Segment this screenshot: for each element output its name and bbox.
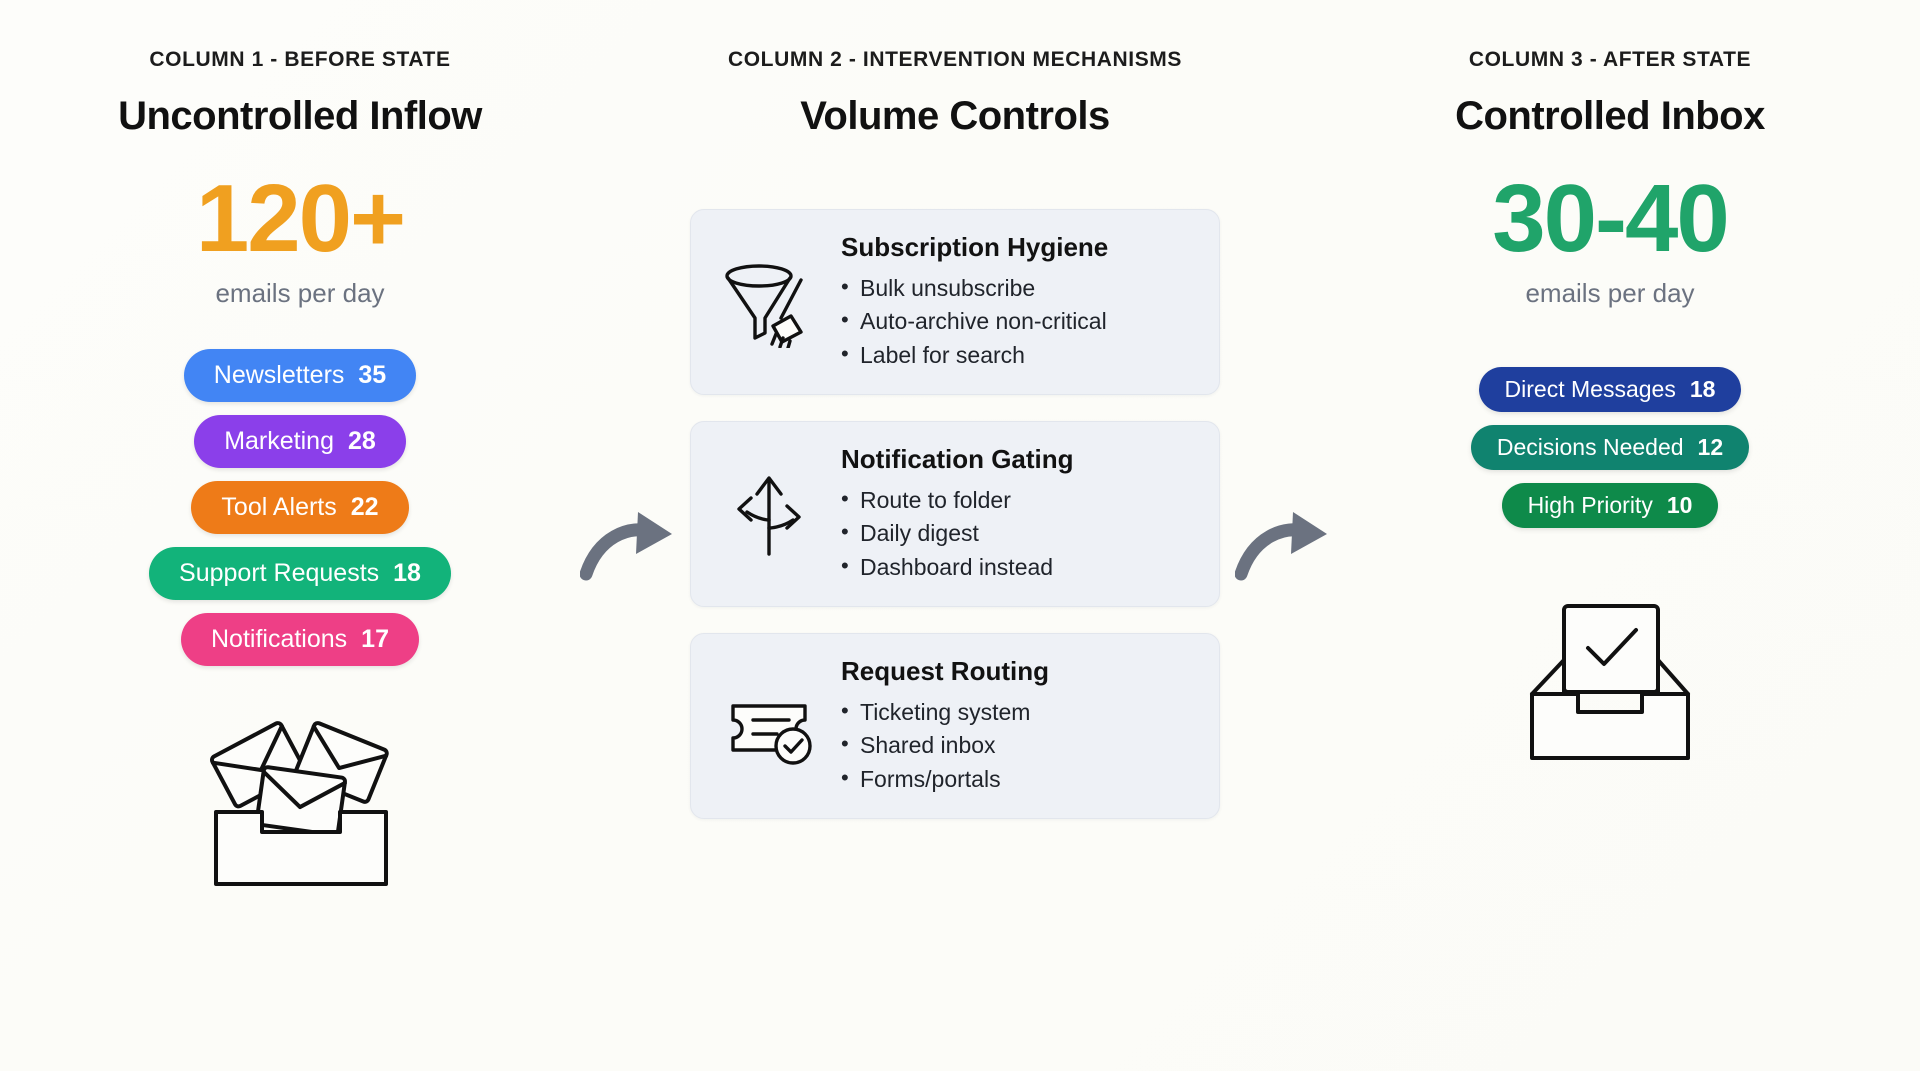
curved-arrow-right-icon [1234, 512, 1327, 581]
pill-value: 18 [393, 559, 421, 588]
list-item: Dashboard instead [841, 550, 1195, 584]
card-bullet-list: Ticketing system Shared inbox Forms/port… [841, 695, 1195, 796]
after-stat-unit: emails per day [1525, 278, 1695, 309]
pill-value: 12 [1697, 434, 1724, 461]
pill-value: 22 [350, 493, 379, 522]
column-3-label: COLUMN 3 - AFTER STATE [1468, 48, 1752, 71]
before-category-list: Newsletters 35 Marketing 28 Tool Alerts … [149, 349, 451, 667]
column-2-title: Volume Controls [800, 94, 1110, 138]
pill-label: Newsletters [213, 361, 345, 390]
mechanism-card-notification-gating[interactable]: Notification Gating Route to folder Dail… [690, 421, 1220, 608]
pill-label: High Priority [1527, 492, 1653, 519]
column-after-state: COLUMN 3 - AFTER STATE Controlled Inbox … [1340, 48, 1880, 774]
list-item[interactable]: Notifications 17 [181, 613, 419, 667]
column-3-title: Controlled Inbox [1455, 94, 1765, 138]
card-body: Notification Gating Route to folder Dail… [841, 444, 1195, 584]
pill-value: 35 [358, 361, 387, 390]
column-2-label: COLUMN 2 - INTERVENTION MECHANISMS [727, 48, 1183, 71]
after-stat-value: 30-40 [1492, 165, 1730, 272]
list-item[interactable]: High Priority 10 [1501, 483, 1719, 529]
list-item[interactable]: Decisions Needed 12 [1470, 425, 1750, 471]
inbox-check-icon [1530, 604, 1690, 761]
column-1-label: COLUMN 1 - BEFORE STATE [149, 48, 451, 71]
list-item[interactable]: Support Requests 18 [149, 547, 451, 601]
card-bullet-list: Route to folder Daily digest Dashboard i… [841, 483, 1195, 584]
after-category-list: Direct Messages 18 Decisions Needed 12 H… [1470, 367, 1750, 529]
ticket-check-icon [715, 680, 823, 772]
list-item: Ticketing system [841, 695, 1195, 729]
pill-label: Tool Alerts [221, 493, 337, 522]
list-item: Shared inbox [841, 728, 1195, 762]
pill-value: 18 [1689, 376, 1716, 403]
card-body: Subscription Hygiene Bulk unsubscribe Au… [841, 232, 1195, 372]
card-bullet-list: Bulk unsubscribe Auto-archive non-critic… [841, 271, 1195, 372]
funnel-broom-icon [715, 256, 823, 349]
flow-arrow-1 [570, 48, 685, 1048]
list-item: Label for search [841, 338, 1195, 372]
card-title: Request Routing [841, 656, 1049, 687]
before-stat-value: 120+ [195, 165, 406, 272]
list-item: Forms/portals [841, 762, 1195, 796]
pill-label: Support Requests [179, 559, 380, 588]
pill-value: 17 [361, 625, 389, 654]
flow-arrow-2 [1225, 48, 1340, 1048]
column-1-title: Uncontrolled Inflow [118, 94, 482, 138]
messy-envelopes-illustration [190, 708, 410, 898]
list-item[interactable]: Direct Messages 18 [1478, 367, 1742, 413]
card-title: Notification Gating [841, 444, 1074, 475]
before-stat-unit: emails per day [215, 278, 385, 309]
curved-arrow-right-icon [579, 512, 672, 581]
list-item: Route to folder [841, 483, 1195, 517]
mechanism-card-request-routing[interactable]: Request Routing Ticketing system Shared … [690, 633, 1220, 820]
list-item: Auto-archive non-critical [841, 304, 1195, 338]
card-title: Subscription Hygiene [841, 232, 1109, 262]
branching-arrows-icon [715, 468, 823, 560]
column-before-state: COLUMN 1 - BEFORE STATE Uncontrolled Inf… [30, 48, 570, 898]
pill-value: 28 [347, 427, 376, 456]
card-body: Request Routing Ticketing system Shared … [841, 656, 1195, 796]
list-item[interactable]: Tool Alerts 22 [191, 481, 409, 535]
messy-envelopes-icon [210, 721, 389, 887]
pill-value: 10 [1666, 492, 1693, 519]
list-item[interactable]: Newsletters 35 [183, 349, 417, 403]
mechanism-card-list: Subscription Hygiene Bulk unsubscribe Au… [690, 209, 1220, 820]
pill-label: Direct Messages [1504, 376, 1676, 403]
list-item: Bulk unsubscribe [841, 271, 1195, 305]
pill-label: Decisions Needed [1496, 434, 1684, 461]
column-intervention-mechanisms: COLUMN 2 - INTERVENTION MECHANISMS Volum… [685, 48, 1225, 820]
pill-label: Notifications [211, 625, 348, 654]
mechanism-card-subscription-hygiene[interactable]: Subscription Hygiene Bulk unsubscribe Au… [690, 209, 1220, 396]
list-item[interactable]: Marketing 28 [194, 415, 406, 469]
list-item: Daily digest [841, 516, 1195, 550]
pill-label: Marketing [224, 427, 334, 456]
inbox-check-illustration [1510, 592, 1710, 774]
